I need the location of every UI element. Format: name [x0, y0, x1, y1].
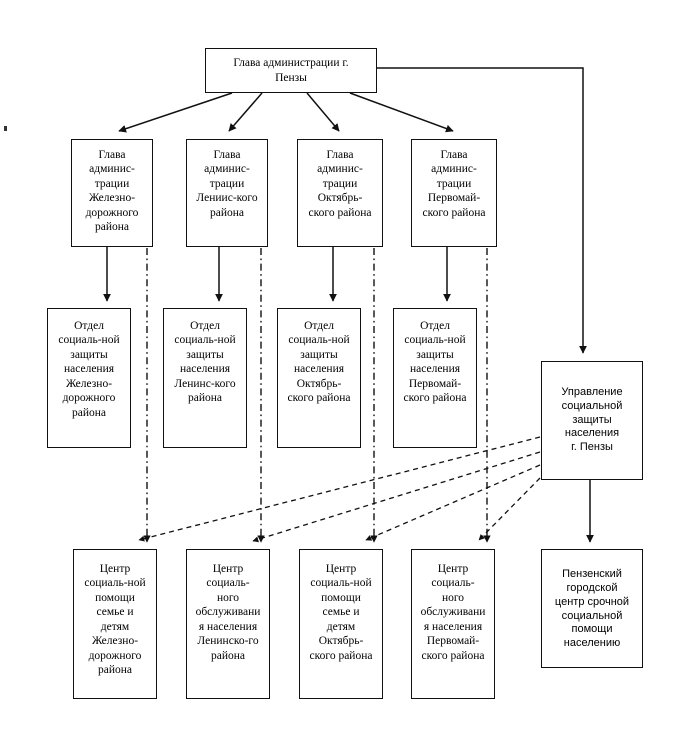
node-city-administration-head-label: Глава администрации г. Пензы — [233, 57, 349, 84]
node-district-head-oktyabrsky-label: Глава админис- трации Октябрь- ского рай… — [308, 149, 372, 219]
node-department-leninsky-label: Отдел социаль-ной защиты населения Ленин… — [174, 320, 236, 405]
node-district-head-zheleznodorozhny[interactable]: Глава админис- трации Железно- дорожного… — [71, 139, 153, 247]
node-district-head-pervomaysky[interactable]: Глава админис- трации Первомай- ского ра… — [411, 139, 497, 247]
edge-districts-to-departments — [103, 247, 451, 302]
node-department-zheleznodorozhny[interactable]: Отдел социаль-ной защиты населения Желез… — [47, 308, 131, 448]
node-department-oktyabrsky-label: Отдел социаль-ной защиты населения Октяб… — [287, 320, 351, 405]
node-department-oktyabrsky[interactable]: Отдел социаль-ной защиты населения Октяб… — [277, 308, 361, 448]
node-department-leninsky[interactable]: Отдел социаль-ной защиты населения Ленин… — [163, 308, 247, 448]
node-social-protection-administration-label: Управление социальной защиты населения г… — [561, 385, 623, 454]
stray-mark — [4, 126, 7, 131]
node-urgent-social-help-center-label: Пензенский городской центр срочной социа… — [554, 568, 630, 650]
edge-administration-to-center-1 — [138, 436, 541, 542]
node-district-head-leninsky[interactable]: Глава админис- трации Лениис-кого района — [186, 139, 268, 247]
node-district-head-zheleznodorozhny-label: Глава админис- трации Железно- дорожного… — [85, 149, 139, 234]
node-social-protection-administration[interactable]: Управление социальной защиты населения г… — [541, 361, 643, 480]
node-district-head-pervomaysky-label: Глава админис- трации Первомай- ского ра… — [422, 149, 486, 219]
node-center-zheleznodorozhny[interactable]: Центр социаль-ной помощи семье и детям Ж… — [73, 549, 157, 699]
edge-head-to-district-1 — [118, 92, 233, 133]
node-center-oktyabrsky[interactable]: Центр социаль-ной помощи семье и детям О… — [299, 549, 383, 699]
node-district-head-leninsky-label: Глава админис- трации Лениис-кого района — [196, 149, 258, 219]
node-center-pervomaysky[interactable]: Центр социаль- ного обслуживани я населе… — [411, 549, 495, 699]
node-center-leninsky-label: Центр социаль- ного обслуживани я населе… — [195, 563, 261, 662]
node-district-head-oktyabrsky[interactable]: Глава админис- трации Октябрь- ского рай… — [297, 139, 383, 247]
node-department-pervomaysky[interactable]: Отдел социаль-ной защиты населения Перво… — [393, 308, 477, 448]
node-city-administration-head[interactable]: Глава администрации г. Пензы — [205, 48, 377, 93]
edge-administration-to-centers — [138, 436, 541, 543]
node-center-oktyabrsky-label: Центр социаль-ной помощи семье и детям О… — [309, 563, 373, 662]
edge-administration-to-center-3 — [365, 464, 541, 541]
node-center-pervomaysky-label: Центр социаль- ного обслуживани я населе… — [420, 563, 486, 662]
node-center-leninsky[interactable]: Центр социаль- ного обслуживани я населе… — [186, 549, 270, 699]
edge-head-to-district-2 — [228, 92, 263, 132]
node-department-zheleznodorozhny-label: Отдел социаль-ной защиты населения Желез… — [58, 320, 120, 419]
edge-administration-to-center-4 — [478, 477, 541, 541]
edge-head-to-district-4 — [349, 92, 454, 133]
node-center-zheleznodorozhny-label: Центр социаль-ной помощи семье и детям Ж… — [84, 563, 146, 677]
edge-administration-to-center-2 — [252, 451, 541, 543]
edge-head-to-district-3 — [306, 92, 340, 132]
edge-head-to-districts — [118, 92, 454, 133]
node-urgent-social-help-center[interactable]: Пензенский городской центр срочной социа… — [541, 549, 643, 668]
node-department-pervomaysky-label: Отдел социаль-ной защиты населения Перво… — [403, 320, 467, 405]
